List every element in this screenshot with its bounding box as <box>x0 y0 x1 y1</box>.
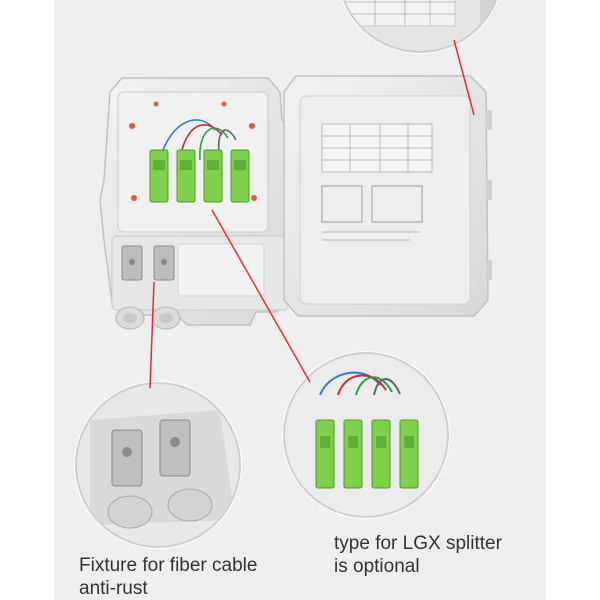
callout-line-adapters <box>211 209 311 383</box>
sc-adapter-4-icon <box>230 149 250 203</box>
lid-diagram-right <box>371 185 423 223</box>
top-detail-circle <box>338 0 502 54</box>
closeup-adapter-4-icon <box>399 419 419 489</box>
enclosure-lid <box>283 75 492 317</box>
fixture-caption-line2: anti-rust <box>79 578 148 599</box>
callout-lines <box>149 39 475 389</box>
fixture-caption: Fixture for fiber cable anti-rust <box>79 554 257 600</box>
splitter-caption: type for LGX splitter is optional <box>334 532 502 578</box>
sc-adapter-3-icon <box>203 149 223 203</box>
closeup-adapter-3-icon <box>371 419 391 489</box>
fixture-caption-line1: Fixture for fiber cable <box>79 555 258 576</box>
closeup-clamp-right-icon <box>159 419 191 477</box>
enclosure-base <box>99 77 293 330</box>
adapter-detail-circle <box>282 351 450 519</box>
lid-diagram-left <box>321 185 363 223</box>
closeup-clamp-left-icon <box>111 429 143 487</box>
adapters-group <box>149 149 250 203</box>
cable-clamps <box>121 245 175 281</box>
closeup-adapter-2-icon <box>343 419 363 489</box>
callout-line-clamps <box>149 281 155 389</box>
closeup-gland-left-icon <box>107 495 153 529</box>
clamp-detail-circle <box>74 381 242 549</box>
sc-adapter-2-icon <box>176 149 196 203</box>
sc-adapter-1-icon <box>149 149 169 203</box>
splitter-caption-line2: is optional <box>334 556 420 577</box>
splitter-caption-line1: type for LGX splitter <box>334 533 502 554</box>
closeup-adapter-1-icon <box>315 419 335 489</box>
closeup-gland-right-icon <box>167 488 213 522</box>
callout-line-label <box>453 39 475 116</box>
